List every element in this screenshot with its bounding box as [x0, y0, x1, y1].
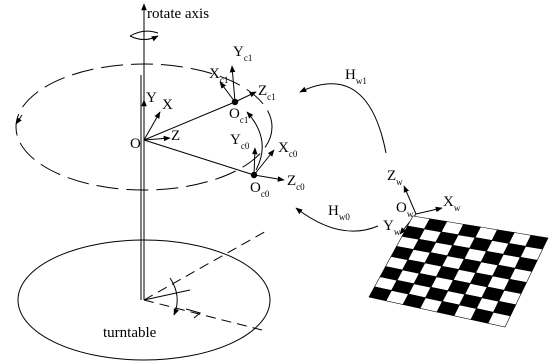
axis-xc1-label: Xc1 [209, 66, 228, 85]
origin-oc1-label: Oc1 [229, 106, 248, 125]
axis-x-label: X [162, 97, 173, 113]
origin-ow-label: Ow [396, 200, 414, 219]
axis-zc0-label: Zc0 [287, 173, 305, 192]
turntable-markings [143, 229, 269, 331]
hw0-label: Hw0 [328, 203, 350, 222]
calibration-checkerboard [368, 215, 549, 328]
hw0-transform-arrow [295, 207, 379, 232]
origin-oc0-label: Oc0 [250, 180, 270, 199]
hw1-label: Hw1 [345, 67, 367, 86]
axis-z-label: Z [171, 128, 180, 144]
axis-yc0-label: Yc0 [230, 132, 250, 151]
orbit-arc-c0-to-c1 [246, 111, 263, 171]
checker-square [487, 311, 511, 328]
axis-yw-label: Yw [383, 218, 401, 237]
axis-xc0-label: Xc0 [278, 140, 298, 159]
camera-1-frame: Yc1 Xc1 Zc1 Oc1 [209, 44, 276, 125]
camera-0-frame: Yc0 Xc0 Zc0 Oc0 [230, 132, 305, 199]
axis-xw-label: Xw [443, 194, 461, 213]
world-origin-frame: O Y X Z [130, 90, 255, 176]
axis-zw-label: Zw [387, 168, 403, 187]
world-board-frame: Zw Xw Ow Yw [383, 168, 461, 237]
camera-orbit-ellipse [15, 63, 273, 191]
axis-zc1-label: Zc1 [258, 83, 276, 102]
axis-y-label: Y [146, 90, 157, 106]
rotate-axis-label: rotate axis [147, 6, 209, 22]
axis-yc1-label: Yc1 [233, 44, 252, 63]
rotate-axis: rotate axis [129, 3, 209, 300]
origin-label: O [130, 136, 141, 152]
hw1-transform-arrow [299, 83, 387, 154]
turntable-ellipse [17, 239, 271, 361]
turntable-label: turntable [103, 325, 157, 341]
